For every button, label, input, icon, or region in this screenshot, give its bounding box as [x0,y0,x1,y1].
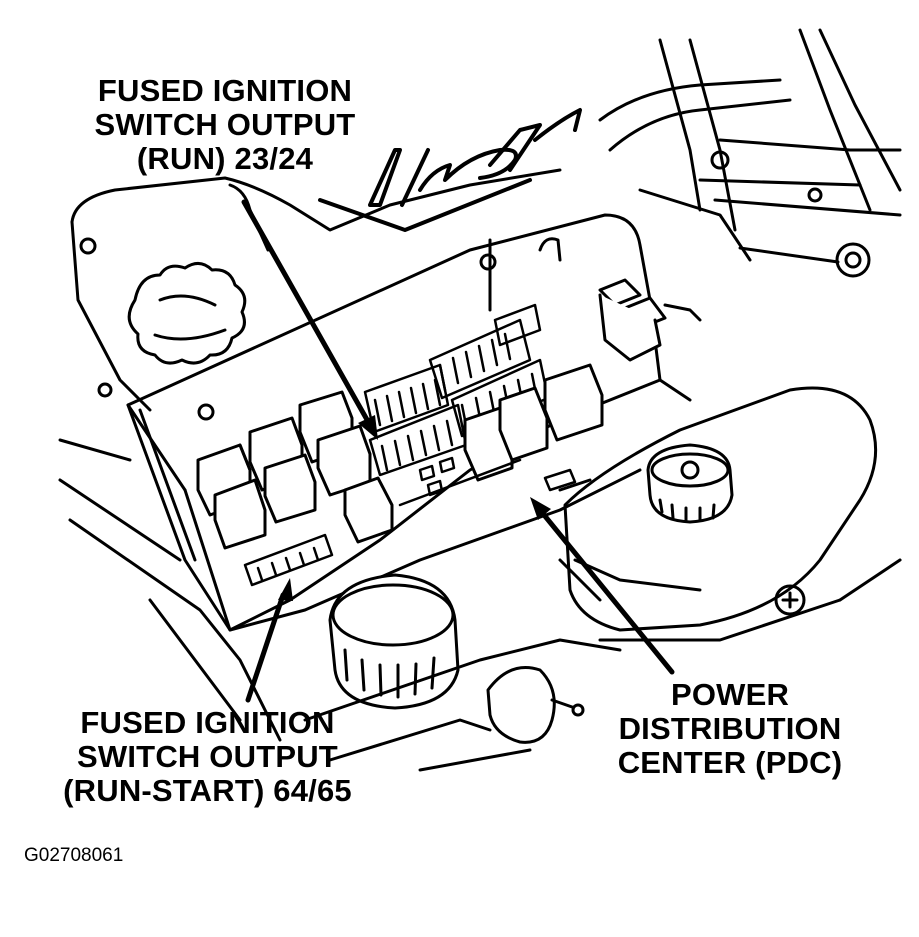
relay-bank-center [463,363,604,482]
figure-id: G02708061 [24,845,124,866]
callout-pdc: POWER DISTRIBUTION CENTER (PDC) [580,678,880,780]
fuse-block [363,303,550,477]
callout-run-line1: FUSED IGNITION [97,73,353,108]
leader-lines [241,199,675,703]
relay-bank-left [196,390,394,550]
viper-script [318,108,582,232]
oil-filler-cap [127,262,247,365]
intake-hoses [598,28,902,262]
callout-run-fuses: FUSED IGNITION SWITCH OUTPUT (RUN) 23/24 [70,74,380,176]
wiring-connector [598,278,702,362]
callout-runstart-line2: SWITCH OUTPUT [77,739,338,774]
chassis-lines [58,438,902,772]
arrowheads [278,415,551,601]
hose-clamp [486,666,585,744]
callout-pdc-line3: CENTER (PDC) [617,745,843,780]
callout-runstart-line3: (RUN-START) 64/65 [63,773,352,808]
ground-bolt [738,242,871,278]
coolant-cap [328,573,460,710]
callout-run-start-fuses: FUSED IGNITION SWITCH OUTPUT (RUN-START)… [30,706,385,808]
reservoir-bolt [774,584,806,616]
fluid-reservoir [558,386,878,632]
lower-fuse-strip [243,533,334,587]
callout-pdc-line1: POWER [670,677,790,712]
callout-run-line2: SWITCH OUTPUT [94,107,356,142]
pdc-label-symbols [398,456,577,507]
callout-runstart-line1: FUSED IGNITION [80,705,335,740]
valve-cover [70,168,562,412]
callout-pdc-line2: DISTRIBUTION [618,711,842,746]
pdc-housing [126,213,692,632]
callout-run-line3: (RUN) 23/24 [136,141,314,176]
